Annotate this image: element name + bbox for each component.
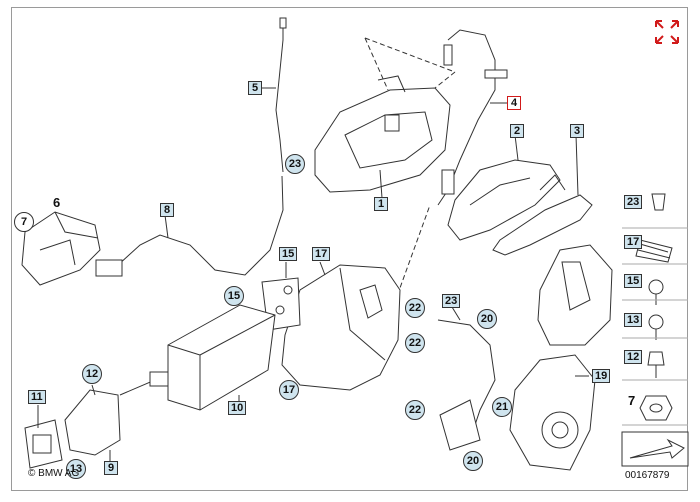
legend-label-12[interactable]: 12 bbox=[624, 350, 643, 364]
part-label-3[interactable]: 3 bbox=[570, 124, 584, 138]
diagram-reference-number: 00167879 bbox=[625, 470, 670, 481]
part-label-17-circled[interactable]: 17 bbox=[279, 380, 299, 400]
legend-label-23[interactable]: 23 bbox=[624, 195, 643, 209]
part-label-20-circled-b[interactable]: 20 bbox=[463, 451, 483, 471]
part-label-13-circled[interactable]: 13 bbox=[66, 459, 86, 479]
part-label-2[interactable]: 2 bbox=[510, 124, 524, 138]
part-label-14[interactable]: 15 bbox=[279, 247, 298, 261]
part-label-7-circled[interactable]: 7 bbox=[14, 212, 34, 232]
part-label-5[interactable]: 5 bbox=[248, 81, 262, 95]
part-label-8[interactable]: 8 bbox=[160, 203, 174, 217]
part-label-21-circled[interactable]: 21 bbox=[492, 397, 512, 417]
part-label-6: 6 bbox=[53, 195, 61, 210]
part-label-15-circled[interactable]: 15 bbox=[224, 286, 244, 306]
part-label-22-circled-b[interactable]: 22 bbox=[405, 333, 425, 353]
legend-label-7: 7 bbox=[628, 393, 636, 408]
part-label-16[interactable]: 17 bbox=[312, 247, 331, 261]
part-label-11[interactable]: 11 bbox=[28, 390, 46, 404]
part-label-19[interactable]: 23 bbox=[442, 294, 461, 308]
part-label-18[interactable]: 19 bbox=[592, 369, 611, 383]
legend-label-17[interactable]: 17 bbox=[624, 235, 643, 249]
part-label-10[interactable]: 10 bbox=[228, 401, 247, 415]
legend-label-13[interactable]: 13 bbox=[624, 313, 643, 327]
part-label-1[interactable]: 1 bbox=[374, 197, 388, 211]
legend-label-15[interactable]: 15 bbox=[624, 274, 643, 288]
part-label-4[interactable]: 4 bbox=[507, 96, 521, 110]
copyright-text: © BMW AG bbox=[28, 468, 80, 479]
part-label-22-circled-c[interactable]: 22 bbox=[405, 400, 425, 420]
expand-arrows-icon[interactable] bbox=[654, 19, 680, 45]
part-label-23-circled[interactable]: 23 bbox=[285, 154, 305, 174]
part-label-22-circled-a[interactable]: 22 bbox=[405, 298, 425, 318]
diagram-frame bbox=[11, 7, 688, 491]
part-label-20-circled-a[interactable]: 20 bbox=[477, 309, 497, 329]
part-label-12-circled[interactable]: 12 bbox=[82, 364, 102, 384]
part-label-9[interactable]: 9 bbox=[104, 461, 118, 475]
